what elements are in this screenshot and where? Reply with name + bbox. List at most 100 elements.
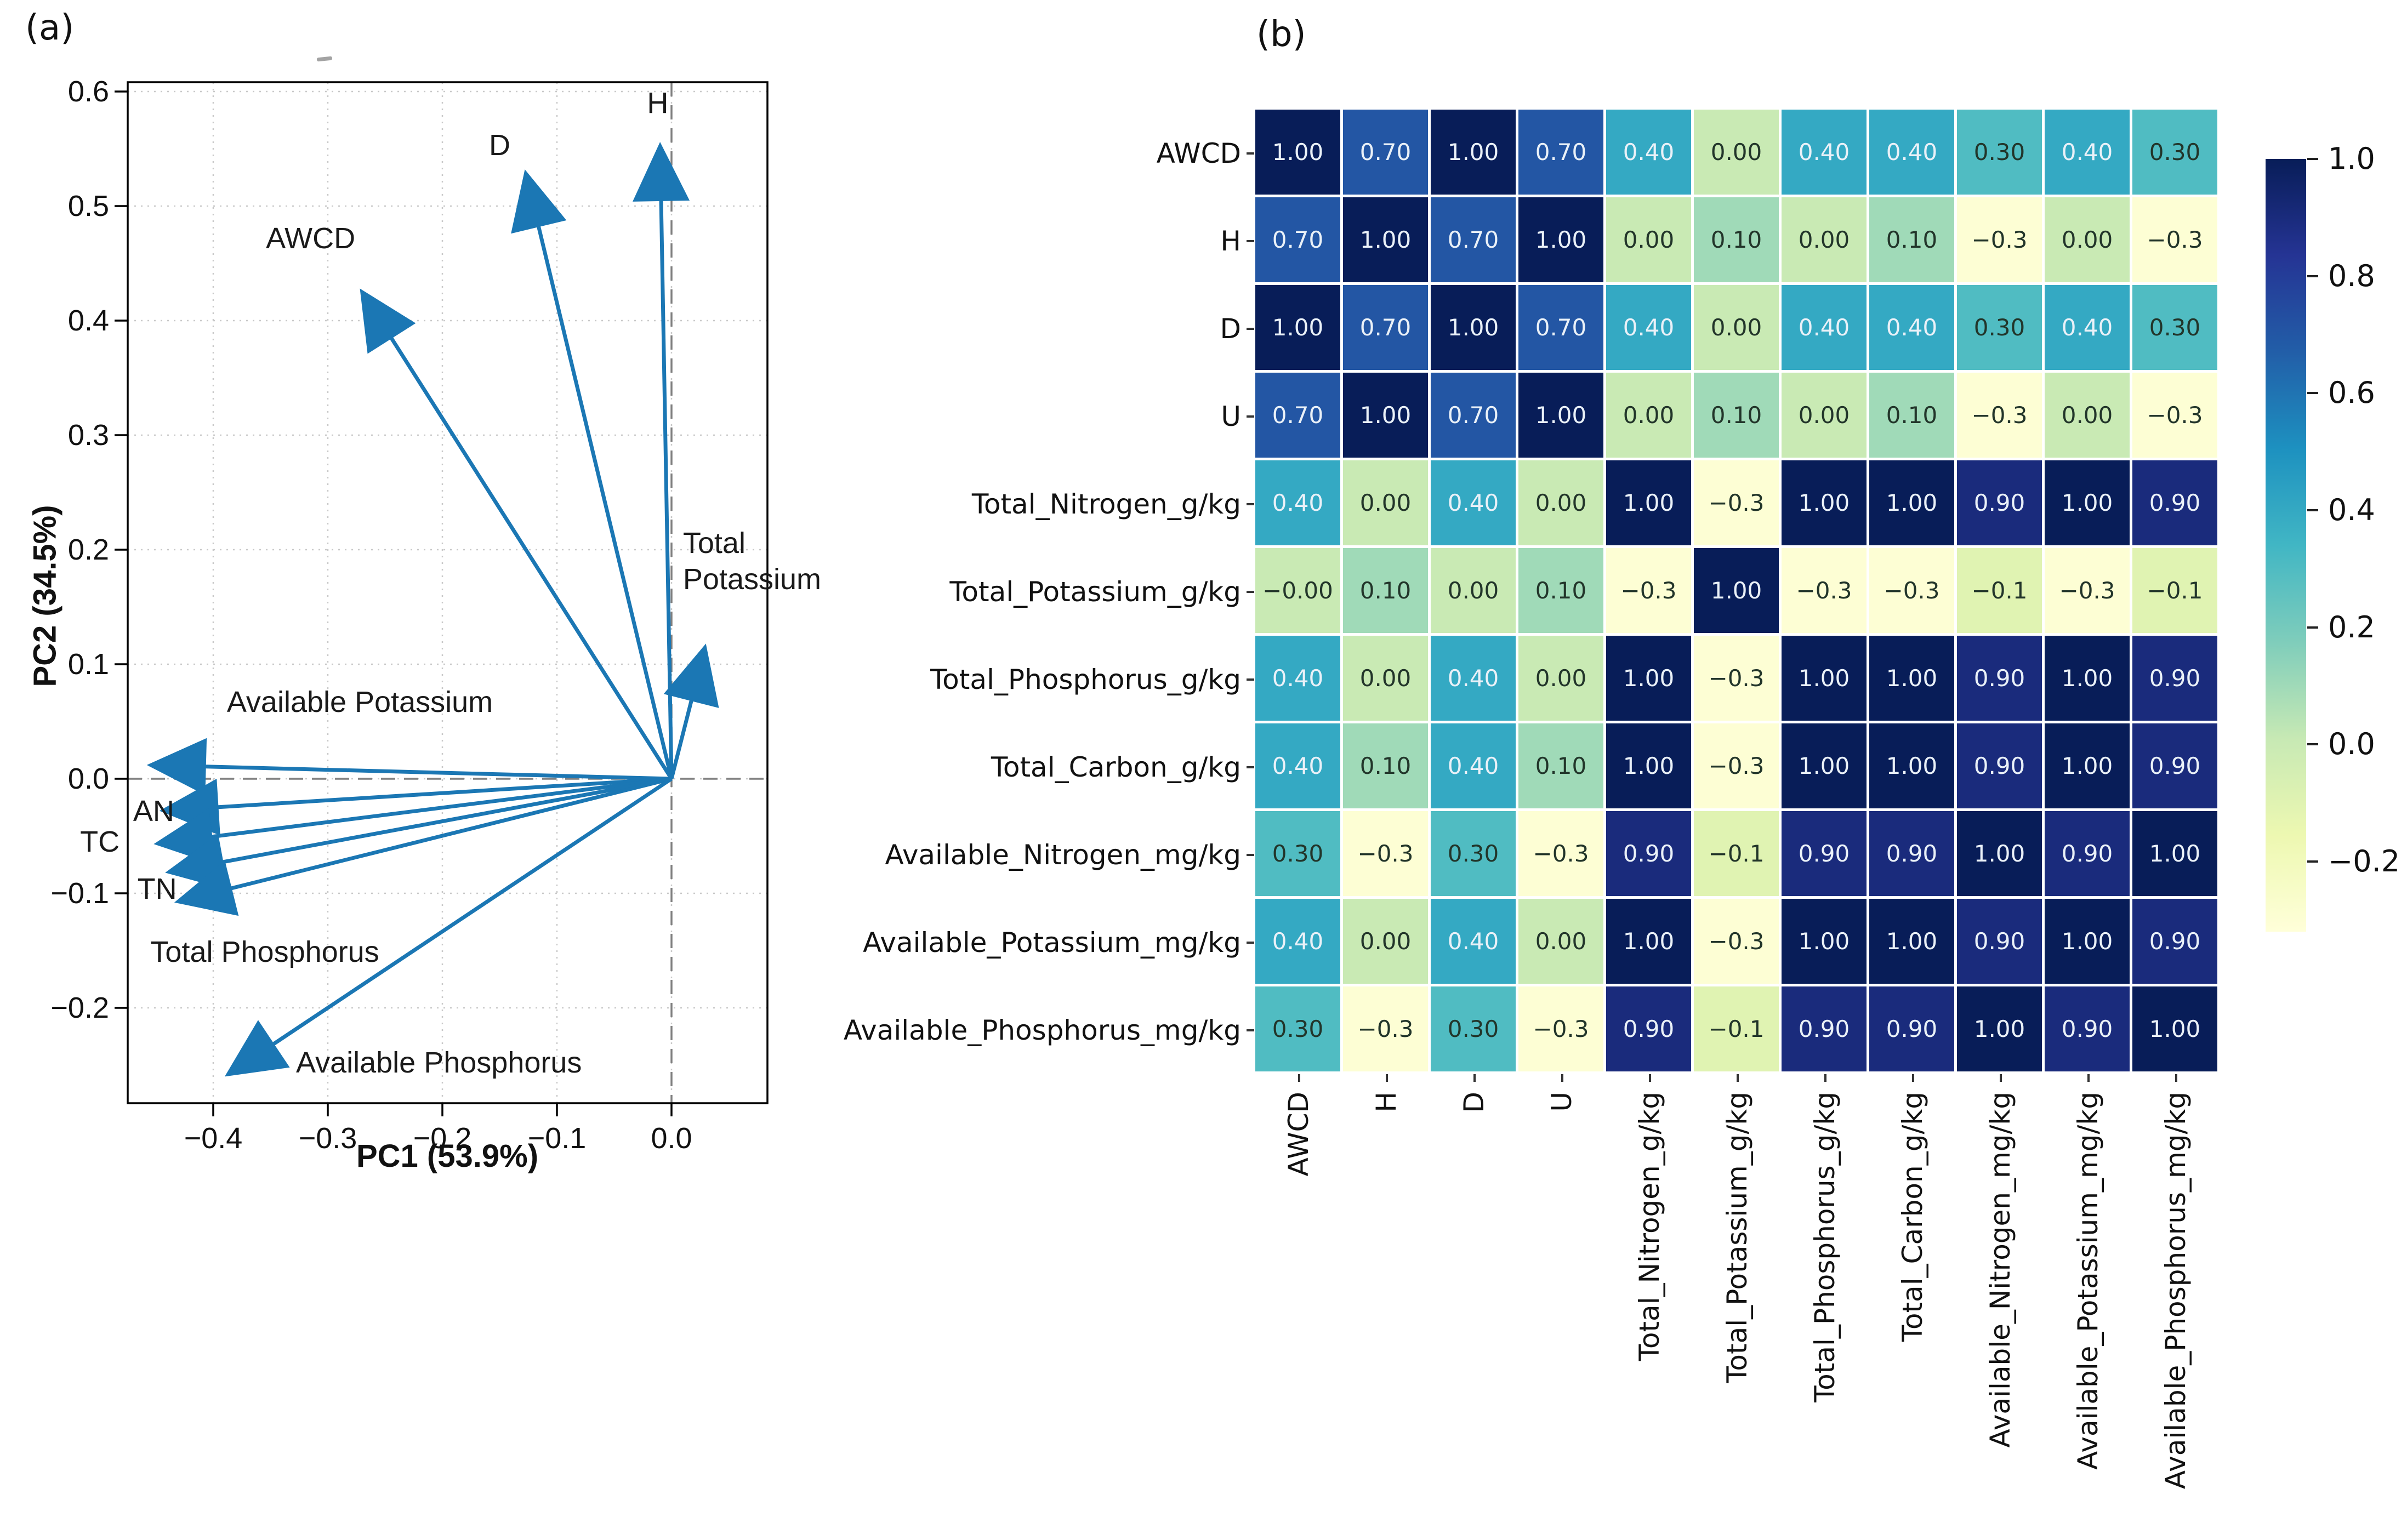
heatmap-row-label: H xyxy=(1220,225,1241,257)
heatmap-cell: 0.00 xyxy=(1782,197,1867,282)
heatmap-cell: −0.3 xyxy=(1869,548,1954,633)
vector-head-d xyxy=(511,169,567,234)
heatmap-cell: 0.00 xyxy=(1518,899,1603,984)
vector-label-total-phosphorus: Total Phosphorus xyxy=(150,935,379,968)
heatmap-cell: 0.40 xyxy=(1431,460,1516,545)
heatmap-cell: 0.90 xyxy=(2045,986,2130,1071)
heatmap-cell: −0.3 xyxy=(1694,636,1779,721)
heatmap-cell: 0.10 xyxy=(1869,373,1954,458)
colorbar-tick-label: 0.4 xyxy=(2328,492,2375,527)
heatmap-cell: 1.00 xyxy=(2045,899,2130,984)
vector-stem-total-phosphorus xyxy=(228,777,672,891)
heatmap-cell: 1.00 xyxy=(1606,899,1691,984)
colorbar-tick-label: 0.2 xyxy=(2328,609,2375,644)
heatmap-row-tick xyxy=(1247,591,1254,593)
plot-border xyxy=(127,81,769,1104)
heatmap-cell: 0.00 xyxy=(1782,373,1867,458)
heatmap-row-tick xyxy=(1247,328,1254,330)
x-tick-label: −0.1 xyxy=(527,1122,587,1155)
x-tick-label: −0.3 xyxy=(298,1122,357,1155)
heatmap-column-tick xyxy=(2087,1074,2090,1082)
heatmap-row-tick xyxy=(1247,1029,1254,1031)
heatmap-row-tick xyxy=(1247,854,1254,856)
heatmap-column-tick xyxy=(1473,1074,1476,1082)
colorbar-tick-mark xyxy=(2307,392,2318,395)
vector-label-d: D xyxy=(489,129,510,162)
y-tick-label: 0.1 xyxy=(67,648,109,681)
heatmap-cell: −0.3 xyxy=(2132,373,2217,458)
heatmap-cell: 0.10 xyxy=(1518,723,1603,808)
heatmap-cell: 0.90 xyxy=(1957,636,2042,721)
heatmap-cell: −0.3 xyxy=(2132,197,2217,282)
heatmap-cell: −0.3 xyxy=(1518,986,1603,1071)
heatmap-row-label: Available_Potassium_mg/kg xyxy=(863,927,1241,959)
heatmap-cell: 1.00 xyxy=(1431,110,1516,195)
heatmap-cell: 0.40 xyxy=(1255,723,1340,808)
heatmap-cell: 0.30 xyxy=(1957,110,2042,195)
heatmap-column-label: U xyxy=(1546,1092,1578,1112)
y-tick-label: −0.2 xyxy=(50,991,109,1024)
heatmap-column-tick xyxy=(2175,1074,2177,1082)
heatmap-row-tick xyxy=(1247,766,1254,768)
heatmap-cell: 1.00 xyxy=(1255,110,1340,195)
colorbar-tick-label: 1.0 xyxy=(2328,141,2375,176)
heatmap-column-tick xyxy=(1386,1074,1388,1082)
heatmap-cell: 1.00 xyxy=(1694,548,1779,633)
heatmap-column-tick xyxy=(1912,1074,1914,1082)
heatmap-row-tick xyxy=(1247,152,1254,155)
heatmap-cell: 0.00 xyxy=(1431,548,1516,633)
heatmap-cell: 1.00 xyxy=(1957,811,2042,896)
heatmap-column-label: Available_Nitrogen_mg/kg xyxy=(1984,1092,2016,1448)
heatmap-cell: 0.10 xyxy=(1343,723,1428,808)
heatmap-cell: −0.1 xyxy=(1694,811,1779,896)
heatmap-cell: 0.00 xyxy=(1343,636,1428,721)
heatmap-cell: 0.40 xyxy=(1431,723,1516,808)
heatmap-cell: 1.00 xyxy=(2132,811,2217,896)
vector-label-h: H xyxy=(647,86,669,119)
heatmap-cell: 0.10 xyxy=(1694,373,1779,458)
heatmap-cell: 0.40 xyxy=(1606,285,1691,370)
vector-stem-d xyxy=(536,223,674,779)
vector-label-awcd: AWCD xyxy=(266,221,356,255)
vector-stem-total-potassium xyxy=(669,697,694,779)
y-tick-label: 0.5 xyxy=(67,190,109,223)
heatmap-cell: −0.3 xyxy=(1606,548,1691,633)
heatmap-cell: 0.40 xyxy=(1869,285,1954,370)
heatmap-cell: 0.10 xyxy=(1869,197,1954,282)
heatmap-row-label: U xyxy=(1221,401,1241,432)
heatmap-row-label: Total_Carbon_g/kg xyxy=(991,751,1241,783)
heatmap-cell: 0.90 xyxy=(1782,811,1867,896)
heatmap-row-tick xyxy=(1247,503,1254,505)
y-tick-label: 0.6 xyxy=(67,75,109,108)
heatmap-cell: 1.00 xyxy=(2045,460,2130,545)
colorbar-tick-label: 0.0 xyxy=(2328,727,2375,762)
colorbar-tick-label: 0.8 xyxy=(2328,258,2375,293)
vector-label-total-potassium: Total Potassium xyxy=(682,526,821,596)
heatmap-cell: 0.10 xyxy=(1694,197,1779,282)
heatmap-cell: 1.00 xyxy=(1606,636,1691,721)
colorbar-tick-label: 0.6 xyxy=(2328,375,2375,410)
heatmap-cell: 0.40 xyxy=(1782,285,1867,370)
heatmap-cell: 0.00 xyxy=(1343,460,1428,545)
heatmap-column-label: Total_Carbon_g/kg xyxy=(1897,1092,1928,1342)
heatmap-column-label: Total_Phosphorus_g/kg xyxy=(1809,1092,1841,1402)
heatmap-cell: 0.70 xyxy=(1431,373,1516,458)
vector-stem-available-potassium xyxy=(202,765,672,781)
heatmap-cell: −0.1 xyxy=(2132,548,2217,633)
heatmap-cell: 0.90 xyxy=(2132,723,2217,808)
y-tick-label: 0.3 xyxy=(67,419,109,452)
heatmap-cell: 0.40 xyxy=(1869,110,1954,195)
heatmap-cell: 0.90 xyxy=(2132,460,2217,545)
heatmap-cell: 0.90 xyxy=(1606,986,1691,1071)
heatmap-cell: 0.90 xyxy=(1869,811,1954,896)
heatmap-column-tick xyxy=(1649,1074,1651,1082)
y-tick-label: 0.4 xyxy=(67,304,109,337)
colorbar-tick-mark xyxy=(2307,158,2318,160)
heatmap-cell: −0.3 xyxy=(1694,723,1779,808)
heatmap-cell: 1.00 xyxy=(1869,460,1954,545)
heatmap-row-label: AWCD xyxy=(1156,138,1241,169)
vector-head-awcd xyxy=(360,288,416,354)
heatmap-cell: 0.30 xyxy=(2132,285,2217,370)
heatmap-cell: −0.3 xyxy=(1957,373,2042,458)
